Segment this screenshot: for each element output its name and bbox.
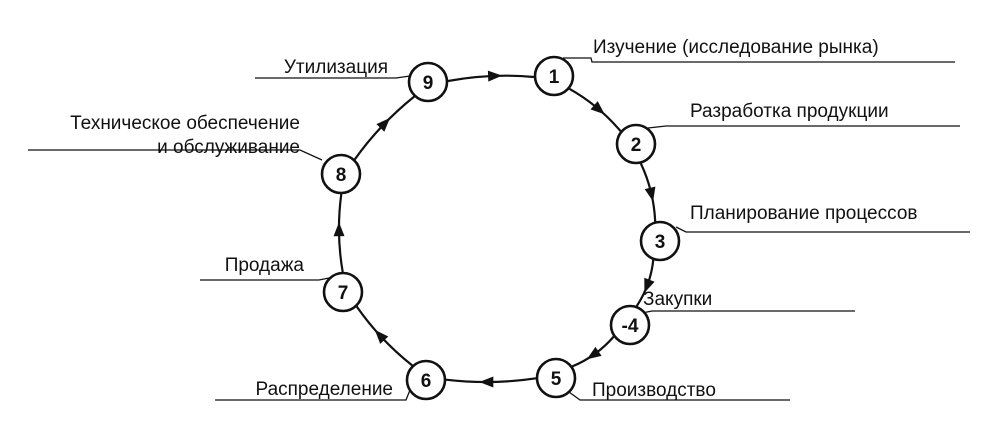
stage-label-5: Производство	[592, 380, 716, 401]
arrowhead-9	[487, 70, 503, 82]
stage-circle-1	[533, 55, 575, 97]
stage-circle-2	[615, 123, 657, 165]
stage-number-6: 6	[421, 371, 432, 392]
leader-line-8	[28, 149, 323, 161]
stage-number-8: 8	[336, 165, 347, 186]
stage-circle-7	[322, 271, 364, 313]
stage-label-6: Распределение	[256, 379, 393, 400]
stage-circle-6	[405, 359, 447, 401]
arrowhead-7	[333, 222, 345, 237]
arrowhead-6	[374, 329, 389, 344]
stage-label-8-line-1: Техническое обеспечение	[70, 113, 300, 134]
arrowhead-8	[376, 117, 391, 132]
stage-number-1: 1	[549, 67, 560, 88]
stage-nodes: 1 2 3 -4 5 6 7 8 9	[320, 55, 681, 401]
stage-circle-4	[609, 304, 651, 346]
stage-label-3: Планирование процессов	[690, 203, 917, 224]
leader-line-6	[215, 389, 411, 401]
label-leader-lines	[28, 57, 970, 401]
stage-label-4: Закупки	[643, 289, 712, 310]
leader-line-3	[675, 226, 970, 233]
leader-line-7	[200, 277, 330, 281]
arrowhead-1	[590, 101, 605, 115]
stage-number-7: 7	[338, 283, 349, 304]
arrowhead-2	[644, 186, 656, 202]
stage-label-9: Утилизация	[284, 57, 388, 78]
arrowhead-5	[479, 376, 494, 388]
leader-line-2	[647, 125, 960, 129]
stage-circle-5	[535, 357, 577, 399]
leader-line-4	[641, 310, 855, 314]
leader-line-5	[568, 391, 790, 401]
stage-number-9: 9	[423, 73, 434, 94]
stage-labels: Изучение (исследование рынка) Разработка …	[70, 37, 917, 401]
stage-number-3: 3	[655, 232, 666, 253]
stage-label-8-line-2: и обслуживание	[157, 137, 300, 158]
stage-label-7: Продажа	[225, 255, 305, 276]
stage-circle-3	[639, 220, 681, 262]
arrowhead-3	[644, 277, 655, 293]
stage-circle-9	[407, 61, 449, 103]
stage-label-1: Изучение (исследование рынка)	[593, 37, 879, 58]
stage-label-2: Разработка продукции	[690, 101, 889, 122]
leader-line-9	[255, 75, 411, 79]
cycle-arrows	[333, 70, 657, 388]
arrowhead-4	[586, 346, 602, 360]
stage-number-5: 5	[551, 369, 562, 390]
leader-line-1	[563, 57, 955, 63]
stage-number-2: 2	[631, 135, 642, 156]
stage-circle-8	[320, 153, 362, 195]
stage-number-4: -4	[622, 316, 639, 337]
